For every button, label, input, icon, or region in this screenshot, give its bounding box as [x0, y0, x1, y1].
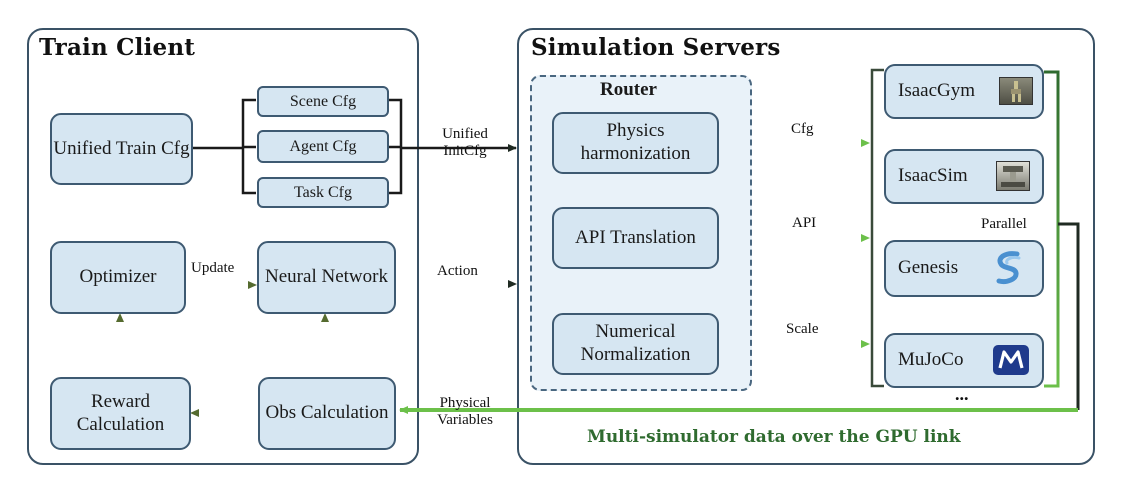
more-simulators-ellipsis: ... — [955, 384, 969, 404]
unified-train-cfg-box: Unified Train Cfg — [50, 113, 193, 185]
parallel-label: Parallel — [981, 216, 1027, 232]
action-label: Action — [437, 263, 478, 279]
physics-harmonization-box: Physics harmonization — [552, 112, 719, 174]
parallel-connector — [1058, 222, 1080, 410]
physical-variables-label: Physical Variables — [437, 395, 493, 429]
unified-initcfg-label: Unified InitCfg — [442, 126, 488, 160]
obs-calculation-box: Obs Calculation — [258, 377, 396, 450]
genesis-label: Genesis — [898, 257, 959, 279]
genesis-box: Genesis — [884, 240, 1044, 297]
numerical-normalization-box: Numerical Normalization — [552, 313, 719, 375]
isaacsim-label: IsaacSim — [898, 165, 968, 187]
scale-label: Scale — [786, 321, 819, 337]
mujoco-label: MuJoCo — [898, 349, 964, 371]
isaacsim-thumbnail-icon — [996, 161, 1030, 191]
isaacgym-thumbnail-icon — [999, 77, 1033, 105]
api-label: API — [792, 215, 817, 231]
simulators-left-bracket — [870, 68, 884, 388]
isaacsim-box: IsaacSim — [884, 149, 1044, 204]
gpu-link-caption: Multi-simulator data over the GPU link — [587, 427, 961, 447]
task-cfg-box: Task Cfg — [257, 177, 389, 208]
optimizer-box: Optimizer — [50, 241, 186, 314]
scene-cfg-box: Scene Cfg — [257, 86, 389, 117]
simulation-servers-title: Simulation Servers — [531, 34, 781, 61]
mujoco-logo-icon — [993, 345, 1029, 375]
update-label: Update — [191, 260, 235, 276]
router-title: Router — [600, 79, 657, 100]
api-translation-box: API Translation — [552, 207, 719, 269]
genesis-swirl-icon — [991, 248, 1027, 288]
neural-network-box: Neural Network — [257, 241, 396, 314]
cfg-label: Cfg — [791, 121, 814, 137]
train-client-title: Train Client — [39, 34, 196, 61]
agent-cfg-box: Agent Cfg — [257, 130, 389, 163]
simulators-right-bracket — [1044, 70, 1060, 388]
isaacgym-label: IsaacGym — [898, 80, 976, 102]
reward-calculation-box: Reward Calculation — [50, 377, 191, 450]
